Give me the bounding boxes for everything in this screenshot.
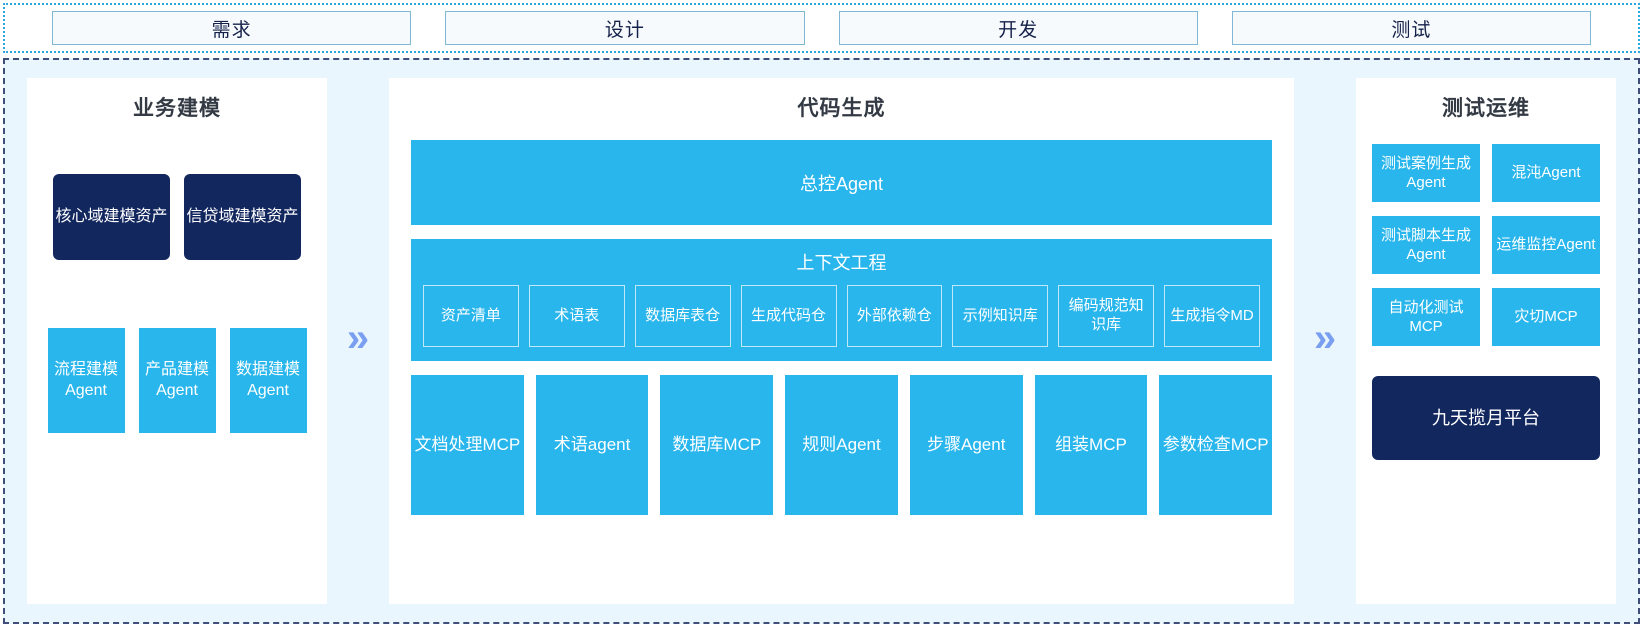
platform-label: 九天揽月平台 [1432, 407, 1540, 428]
asset-card-core-domain[interactable]: 核心域建模资产 [53, 174, 170, 260]
chevron-glyph: » [346, 316, 370, 360]
ops-label: 测试脚本生成Agent [1380, 226, 1471, 264]
context-item-label: 生成指令MD [1170, 306, 1254, 324]
phase-label: 测试 [1391, 19, 1432, 41]
context-item-coding-standard-knowledge-base[interactable]: 编码规范知识库 [1058, 285, 1155, 347]
tool-label: 组装MCP [1055, 434, 1127, 454]
chevron-glyph: » [1313, 316, 1337, 360]
test-ops-grid: 测试案例生成Agent 混沌Agent 测试脚本生成Agent 运维监控Agen… [1356, 144, 1616, 346]
tool-label: 数据库MCP [672, 434, 762, 454]
ops-card-test-script-generation-agent[interactable]: 测试脚本生成Agent [1372, 216, 1480, 274]
ops-label: 测试案例生成Agent [1380, 154, 1471, 192]
tool-label: 步骤Agent [927, 434, 1006, 454]
phase-chip-testing[interactable]: 测试 [1231, 11, 1591, 45]
ops-label: 混沌Agent [1511, 164, 1581, 182]
tools-row: 文档处理MCP 术语agent 数据库MCP 规则Agent 步骤Agent [411, 375, 1273, 515]
panel-business-modeling: 业务建模 核心域建模资产 信贷域建模资产 流程建模Agent 产品建模Agent… [27, 78, 327, 604]
context-item-generation-instruction-md[interactable]: 生成指令MD [1164, 285, 1260, 347]
context-item-label: 外部依赖仓 [856, 306, 932, 324]
context-item-glossary[interactable]: 术语表 [528, 285, 625, 347]
tool-card-database-mcp[interactable]: 数据库MCP [660, 375, 774, 515]
context-item-label: 示例知识库 [962, 306, 1038, 324]
context-item-label: 编码规范知识库 [1068, 297, 1144, 333]
tool-card-step-agent[interactable]: 步骤Agent [909, 375, 1023, 515]
tool-label: 术语agent [553, 434, 631, 454]
panel-code-generation: 代码生成 总控Agent 上下文工程 资产清单 术语表 [389, 78, 1294, 604]
architecture-stage: 业务建模 核心域建模资产 信贷域建模资产 流程建模Agent 产品建模Agent… [3, 58, 1640, 624]
ops-label: 灾切MCP [1514, 308, 1578, 326]
context-item-db-table-repo[interactable]: 数据库表仓 [634, 285, 731, 347]
context-item-example-knowledge-base[interactable]: 示例知识库 [952, 285, 1049, 347]
asset-card-credit-domain[interactable]: 信贷域建模资产 [184, 174, 301, 260]
master-agent-card[interactable]: 总控Agent [411, 140, 1272, 225]
context-item-asset-list[interactable]: 资产清单 [423, 285, 519, 347]
context-item-label: 生成代码仓 [751, 306, 827, 324]
phase-chip-development[interactable]: 开发 [838, 11, 1198, 45]
tool-card-parameter-check-mcp[interactable]: 参数检查MCP [1159, 375, 1273, 515]
tool-card-assembly-mcp[interactable]: 组装MCP [1034, 375, 1148, 515]
tool-card-glossary-agent[interactable]: 术语agent [535, 375, 649, 515]
context-engineering-block: 上下文工程 资产清单 术语表 数据库表仓 生成代码仓 [411, 239, 1272, 361]
ops-card-operations-monitoring-agent[interactable]: 运维监控Agent [1492, 216, 1600, 274]
agent-label: 数据建模Agent [235, 360, 300, 399]
context-item-label: 术语表 [554, 306, 600, 324]
agent-card-process-modeling[interactable]: 流程建模Agent [47, 328, 125, 433]
phase-chip-requirements[interactable]: 需求 [52, 11, 412, 45]
ops-card-chaos-agent[interactable]: 混沌Agent [1492, 144, 1600, 202]
context-items-row: 资产清单 术语表 数据库表仓 生成代码仓 外部依赖仓 [423, 285, 1260, 347]
context-item-external-dependency-repo[interactable]: 外部依赖仓 [846, 285, 943, 347]
ops-card-automated-test-mcp[interactable]: 自动化测试MCP [1372, 288, 1480, 346]
context-item-generated-code-repo[interactable]: 生成代码仓 [740, 285, 837, 347]
business-assets-row: 核心域建模资产 信贷域建模资产 [27, 174, 327, 260]
ops-label: 自动化测试MCP [1388, 298, 1464, 336]
phase-label: 开发 [998, 19, 1039, 41]
agent-label: 流程建模Agent [53, 360, 118, 399]
panel-title: 代码生成 [797, 97, 886, 120]
business-agents-row: 流程建模Agent 产品建模Agent 数据建模Agent [27, 328, 327, 433]
context-item-label: 数据库表仓 [645, 306, 721, 324]
context-item-label: 资产清单 [440, 306, 501, 324]
tool-label: 规则Agent [802, 434, 881, 454]
tool-card-document-processing-mcp[interactable]: 文档处理MCP [411, 375, 524, 515]
agent-label: 产品建模Agent [144, 360, 209, 399]
asset-label: 核心域建模资产 [55, 208, 168, 226]
master-agent-label: 总控Agent [799, 173, 884, 194]
tool-label: 文档处理MCP [414, 434, 521, 454]
tool-label: 参数检查MCP [1162, 434, 1269, 454]
chevron-right-icon-2: » [1294, 78, 1356, 604]
tool-card-rule-agent[interactable]: 规则Agent [785, 375, 898, 515]
ops-card-test-case-generation-agent[interactable]: 测试案例生成Agent [1372, 144, 1480, 202]
panel-title: 业务建模 [133, 97, 221, 120]
ops-label: 运维监控Agent [1496, 236, 1596, 254]
ops-card-disaster-switch-mcp[interactable]: 灾切MCP [1492, 288, 1600, 346]
panel-test-operations: 测试运维 测试案例生成Agent 混沌Agent 测试脚本生成Agent 运维监… [1356, 78, 1616, 604]
phase-strip: 需求 设计 开发 测试 [3, 3, 1640, 53]
platform-card-jiutian-lanyue[interactable]: 九天揽月平台 [1372, 376, 1600, 460]
phase-chip-design[interactable]: 设计 [445, 11, 805, 45]
chevron-right-icon-1: » [327, 78, 389, 604]
agent-card-product-modeling[interactable]: 产品建模Agent [138, 328, 216, 433]
asset-label: 信贷域建模资产 [186, 208, 299, 226]
agent-card-data-modeling[interactable]: 数据建模Agent [229, 328, 307, 433]
context-engineering-title: 上下文工程 [796, 253, 887, 273]
panel-title: 测试运维 [1442, 97, 1530, 120]
phase-label: 设计 [604, 19, 645, 41]
phase-label: 需求 [211, 19, 252, 41]
